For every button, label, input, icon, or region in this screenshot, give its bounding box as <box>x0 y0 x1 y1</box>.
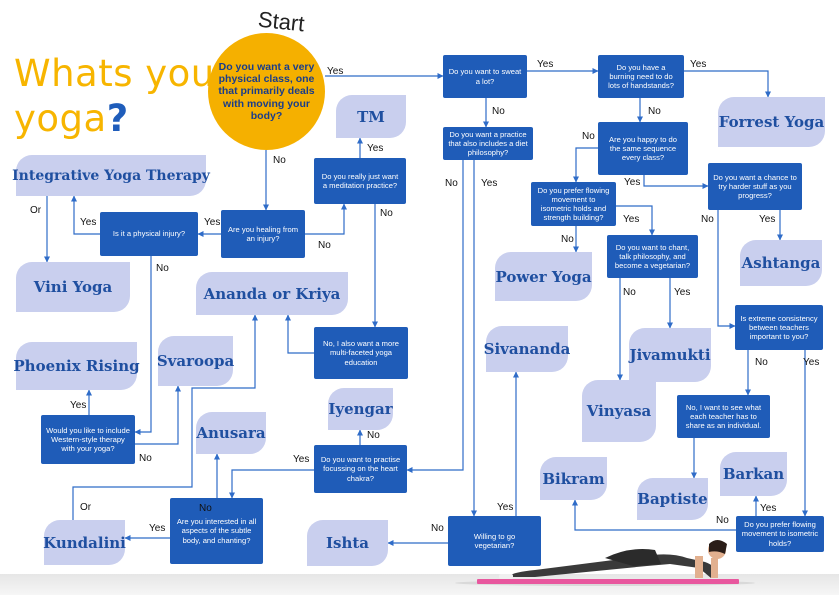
edge-label-no: No <box>156 263 169 274</box>
question-consistency: Is extreme consistency between teachers … <box>735 305 823 350</box>
result-baptiste: Baptiste <box>637 478 708 520</box>
edge-label-no: No <box>445 178 458 189</box>
title-line-1: Whats your <box>14 52 231 95</box>
edge-label-yes: Yes <box>293 454 310 465</box>
question-western-therapy: Would you like to include Western-style … <box>41 415 135 464</box>
edge-label-no: No <box>318 240 331 251</box>
edge-label-no: No <box>367 430 380 441</box>
result-tm: TM <box>336 95 406 138</box>
edge-label-no: No <box>139 453 152 464</box>
question-vegetarian: Willing to go vegetarian? <box>448 516 541 566</box>
question-flowing-isometric: Do you prefer flowing movement to isomet… <box>736 516 824 552</box>
edge-label-yes: Yes <box>537 59 554 70</box>
edge-label-yes: Yes <box>149 523 166 534</box>
edge-label-no: No <box>492 106 505 117</box>
edge-label-yes: Yes <box>760 503 777 514</box>
question-meditation: Do you really just want a meditation pra… <box>314 158 406 204</box>
question-sweat: Do you want to sweat a lot? <box>443 55 527 98</box>
result-sivananda: Sivananda <box>484 326 570 372</box>
edge-label-no: No <box>648 106 661 117</box>
result-ishta: Ishta <box>307 520 388 566</box>
result-anusara: Anusara <box>196 412 266 454</box>
edge-label-no: No <box>582 131 595 142</box>
result-kundalini: Kundalini <box>43 520 126 565</box>
result-phoenix-rising: Phoenix Rising <box>13 342 140 390</box>
start-question: Do you want a very physical class, one t… <box>208 33 325 150</box>
result-barkan: Barkan <box>720 452 787 496</box>
edge-label-or: Or <box>80 502 92 513</box>
result-iyengar: Iyengar <box>328 388 393 430</box>
title-word: yoga <box>14 97 107 140</box>
question-teacher-share: No, I want to see what each teacher has … <box>677 395 770 438</box>
edge-label-yes: Yes <box>481 178 498 189</box>
edge-label-yes: Yes <box>690 59 707 70</box>
edge-label-yes: Yes <box>759 214 776 225</box>
edge-label-no: No <box>755 357 768 368</box>
edge-label-no: No <box>199 503 212 514</box>
edge-label-yes: Yes <box>674 287 691 298</box>
question-multifaceted: No, I also want a more multi-faceted yog… <box>314 327 408 379</box>
question-handstands: Do you have a burning need to do lots of… <box>598 55 684 98</box>
edge-label-no: No <box>623 287 636 298</box>
edge-label-yes: Yes <box>204 217 221 228</box>
edge-label-yes: Yes <box>497 502 514 513</box>
edge-label-yes: Yes <box>80 217 97 228</box>
result-bikram: Bikram <box>540 457 607 500</box>
result-integrative-yoga-therapy: Integrative Yoga Therapy <box>12 155 210 196</box>
result-ananda-or-kriya: Ananda or Kriya <box>196 272 348 315</box>
result-power-yoga: Power Yoga <box>495 252 592 301</box>
title-question-mark: ? <box>106 97 129 140</box>
question-chant: Do you want to chant, talk philosophy, a… <box>607 235 698 278</box>
edge-label-yes: Yes <box>803 357 820 368</box>
result-forrest-yoga: Forrest Yoga <box>718 97 825 147</box>
question-same-sequence: Are you happy to do the same sequence ev… <box>598 122 688 175</box>
question-heart-chakra: Do you want to practise focussing on the… <box>314 445 407 493</box>
result-ashtanga: Ashtanga <box>740 240 822 286</box>
edge-label-or: Or <box>30 205 42 216</box>
question-physical-injury: Is it a physical injury? <box>100 212 198 256</box>
question-flowing: Do you prefer flowing movement to isomet… <box>531 182 616 226</box>
question-diet: Do you want a practice that also include… <box>443 127 533 160</box>
edge-label-yes: Yes <box>624 177 641 188</box>
question-harder: Do you want a chance to try harder stuff… <box>708 163 802 210</box>
edge-label-no: No <box>716 515 729 526</box>
result-vinyasa: Vinyasa <box>582 380 656 442</box>
plank-pose-figure <box>455 540 755 586</box>
question-injury: Are you healing from an injury? <box>221 210 305 258</box>
edge-label-no: No <box>380 208 393 219</box>
edge-label-yes: Yes <box>623 214 640 225</box>
edge-label-yes: Yes <box>367 143 384 154</box>
edge-label-yes: Yes <box>327 66 344 77</box>
edge-label-no: No <box>701 214 714 225</box>
title-line-2: yoga? <box>14 97 129 140</box>
question-subtle-body: Are you interested in all aspects of the… <box>170 498 263 564</box>
result-jivamukti: Jivamukti <box>629 328 711 382</box>
result-vini-yoga: Vini Yoga <box>16 262 130 312</box>
edge-label-no: No <box>273 155 286 166</box>
edge-label-yes: Yes <box>70 400 87 411</box>
result-svaroopa: Svaroopa <box>157 336 234 386</box>
edge-label-no: No <box>561 234 574 245</box>
edge-label-no: No <box>431 523 444 534</box>
